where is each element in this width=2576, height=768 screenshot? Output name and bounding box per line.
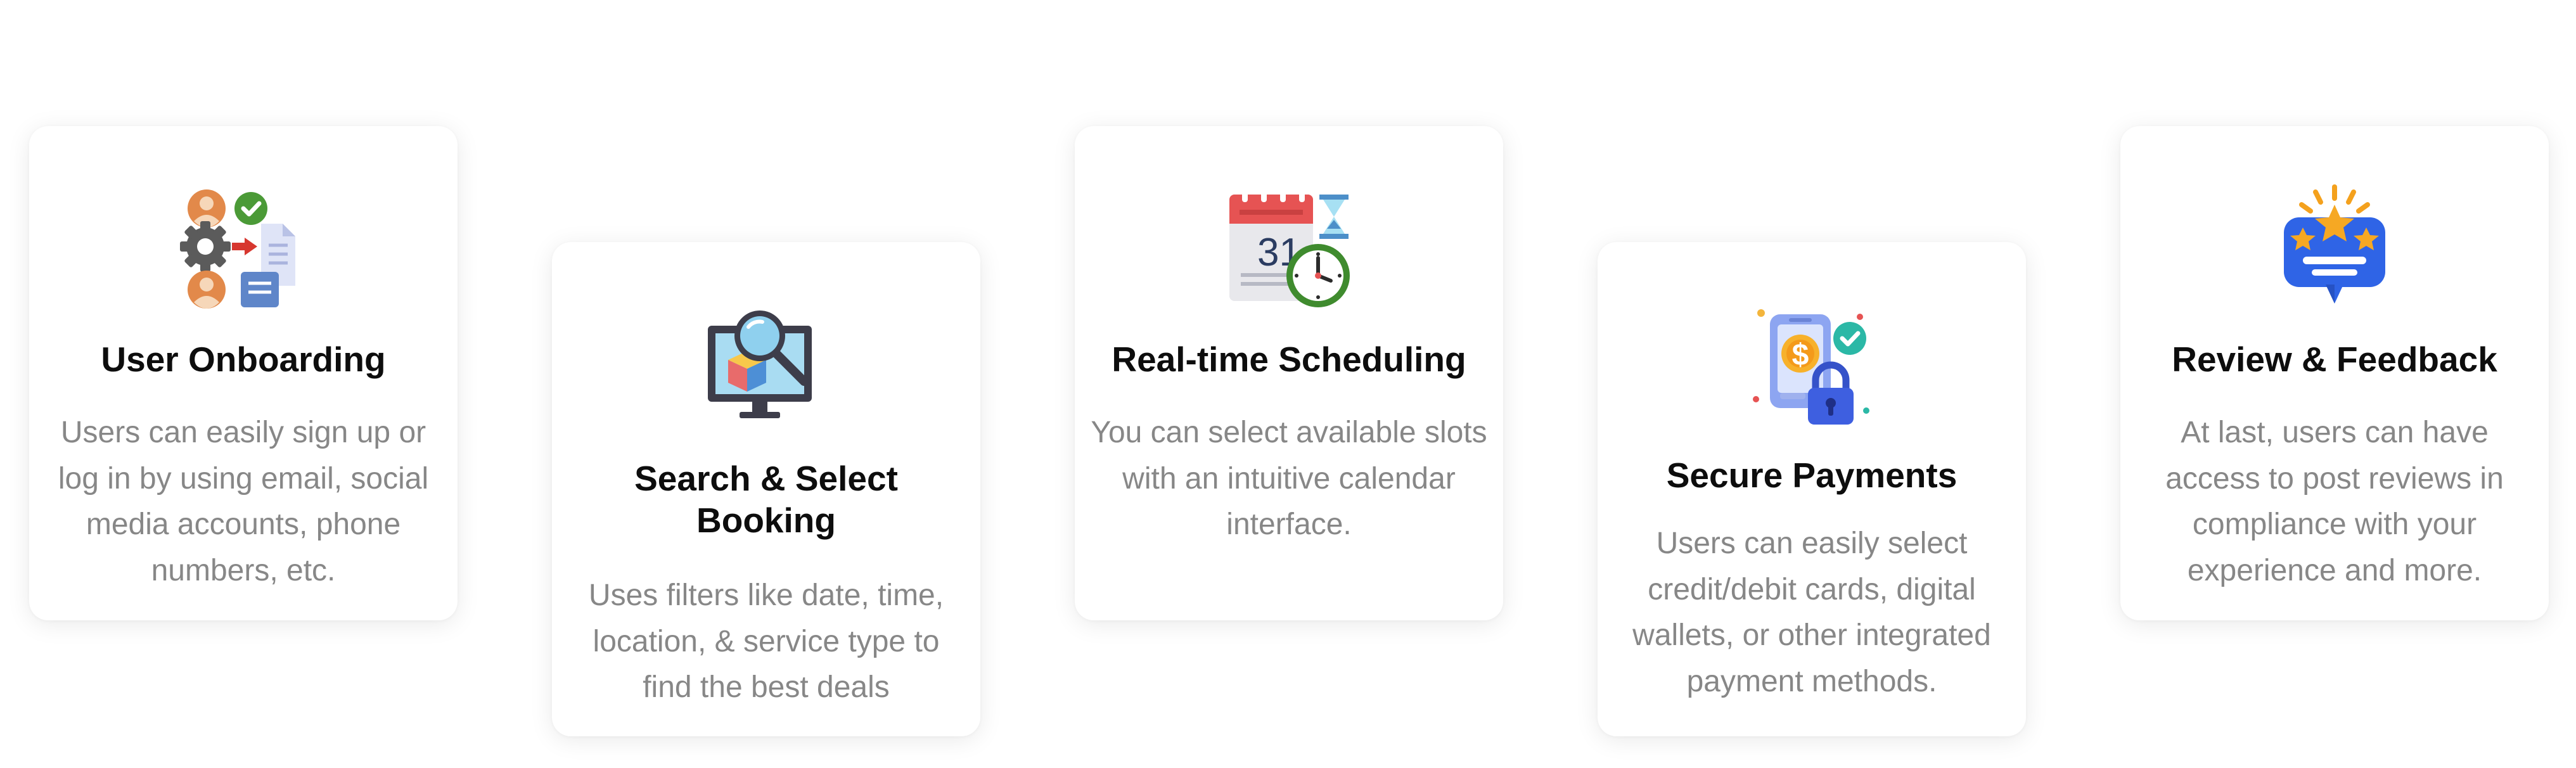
secure-payment-icon: $ [1598, 299, 2026, 426]
search-booking-icon [552, 299, 980, 426]
calendar-clock-icon: 31 [1075, 183, 1503, 310]
feature-description: Uses filters like date, time, location, … [588, 579, 944, 704]
svg-text:$: $ [1792, 338, 1809, 372]
feature-card-secure-payments: $ Secure Payments Users can easily selec… [1598, 242, 2026, 736]
feature-description: At last, users can have access to post r… [2165, 416, 2504, 587]
user-onboarding-icon [29, 183, 458, 310]
feature-card-user-onboarding: User Onboarding Users can easily sign up… [29, 126, 458, 620]
feature-title: Secure Payments [1666, 456, 1958, 495]
feature-title: User Onboarding [101, 340, 386, 379]
feature-description: You can select available slots with an i… [1091, 416, 1487, 541]
feature-card-real-time-scheduling: 31 Real-time Scheduling You c [1075, 126, 1503, 620]
feature-description: Users can easily sign up or log in by us… [58, 416, 429, 587]
feature-card-search-booking: Search & Select Booking Uses filters lik… [552, 242, 980, 736]
feature-card-review-feedback: Review & Feedback At last, users can hav… [2120, 126, 2549, 620]
feature-description: Users can easily select credit/debit car… [1632, 527, 1991, 698]
feature-title: Review & Feedback [2172, 340, 2497, 379]
feature-title: Search & Select Booking [634, 459, 898, 540]
review-feedback-icon [2120, 183, 2549, 310]
feature-title: Real-time Scheduling [1112, 340, 1466, 379]
